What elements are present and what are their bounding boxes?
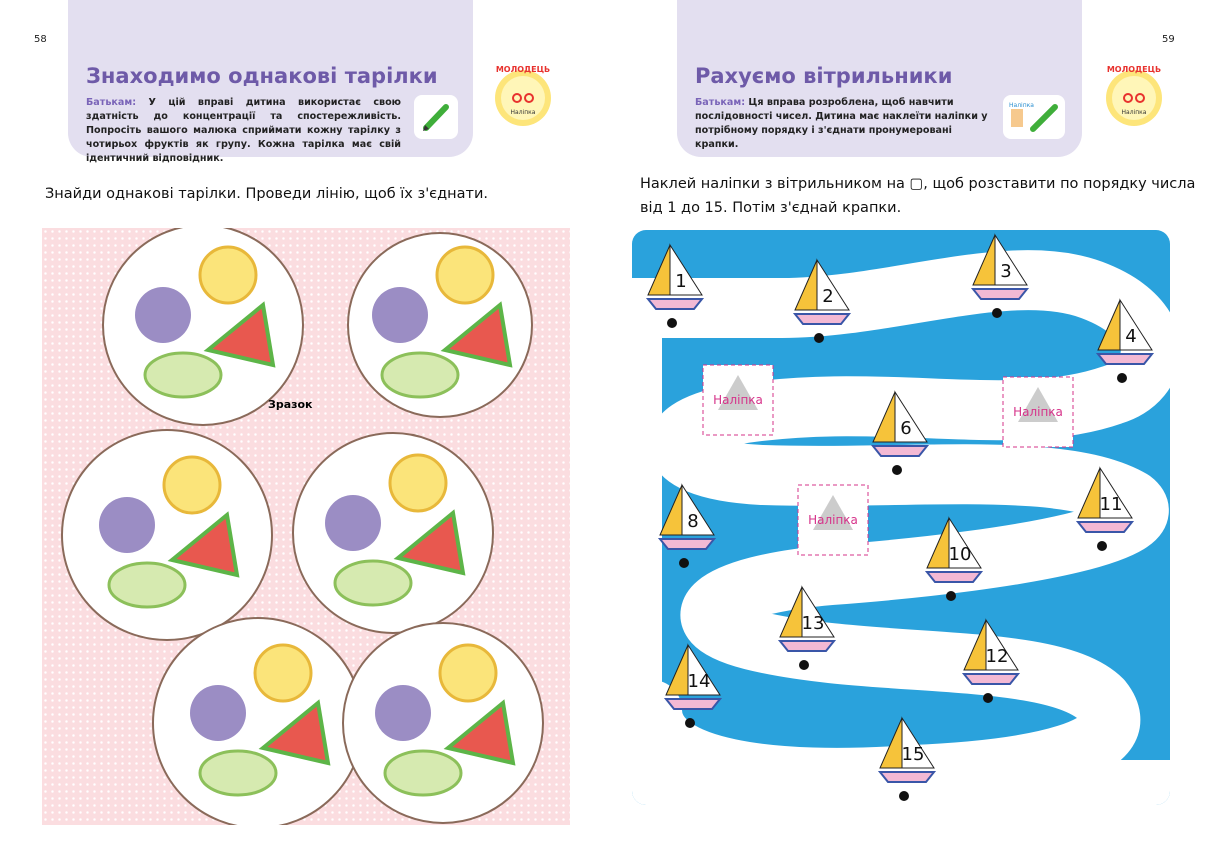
dot[interactable]	[946, 591, 956, 601]
watermelon	[258, 699, 331, 766]
svg-text:Наліпка: Наліпка	[1122, 109, 1147, 116]
instruction: Знайди однакові тарілки. Проведи лінію, …	[45, 186, 489, 202]
left-header: Знаходимо однакові тарілки Батькам: У ці…	[68, 0, 473, 164]
citrus	[162, 455, 222, 515]
page-title: Рахуємо вітрильники	[695, 64, 953, 88]
svg-text:Наліпка: Наліпка	[1013, 405, 1063, 419]
sailboat: 6	[870, 390, 930, 475]
instruction: Наклей наліпки з вітрильником на ▢, щоб …	[640, 176, 1196, 216]
sailboat: 13	[777, 585, 837, 670]
citrus	[198, 245, 258, 305]
dot[interactable]	[667, 318, 677, 328]
pencil-icon	[423, 104, 449, 131]
sticker-pencil-icon: Наліпка	[1009, 102, 1058, 132]
citrus	[438, 643, 498, 703]
sailboat: 3	[970, 233, 1030, 318]
page-number-left: 58	[34, 34, 47, 45]
boat-number: 11	[1100, 494, 1123, 515]
svg-text:Наліпка: Наліпка	[511, 109, 536, 116]
plate[interactable]	[152, 617, 364, 829]
dot[interactable]	[1117, 373, 1127, 383]
melon	[143, 351, 223, 399]
sailboat: 10	[924, 516, 984, 601]
sailboat: 12	[961, 618, 1021, 703]
parents-note: Батькам: У цій вправі дитина використає …	[86, 97, 402, 164]
svg-text:Наліпка: Наліпка	[1009, 102, 1034, 109]
plate[interactable]	[102, 224, 304, 426]
svg-text:МОЛОДЕЦЬ: МОЛОДЕЦЬ	[496, 65, 550, 74]
watermelon	[393, 509, 466, 576]
boat-number: 14	[688, 671, 711, 692]
plates-activity: Зразок	[42, 224, 570, 829]
dot[interactable]	[679, 558, 689, 568]
svg-text:Наліпка: Наліпка	[808, 513, 858, 527]
grapes	[99, 497, 155, 553]
watermelon	[203, 301, 276, 368]
boat-number: 2	[822, 286, 833, 307]
melon	[198, 749, 278, 797]
melon	[333, 559, 413, 607]
dot[interactable]	[983, 693, 993, 703]
plate[interactable]	[347, 232, 533, 418]
grapes	[190, 685, 246, 741]
boat-number: 1	[675, 271, 686, 292]
sailboat: 8	[657, 483, 717, 568]
boat-number: 6	[900, 418, 911, 439]
page-title: Знаходимо однакові тарілки	[86, 64, 438, 88]
sticker-placeholder[interactable]: Наліпка	[1002, 376, 1074, 448]
citrus	[435, 245, 495, 305]
grapes	[372, 287, 428, 343]
dot[interactable]	[814, 333, 824, 343]
melon	[383, 749, 463, 797]
dot[interactable]	[892, 465, 902, 475]
dot[interactable]	[899, 791, 909, 801]
watermelon	[443, 699, 516, 766]
sailboat: 4	[1095, 298, 1155, 383]
plate[interactable]	[342, 622, 544, 824]
sailboat: 15	[877, 716, 937, 801]
svg-text:МОЛОДЕЦЬ: МОЛОДЕЦЬ	[1107, 65, 1161, 74]
sailboat: 14	[663, 643, 723, 728]
parents-note: Батькам: Ця вправа розроблена, щоб навчи…	[695, 97, 988, 150]
boat-number: 8	[687, 511, 698, 532]
dot[interactable]	[799, 660, 809, 670]
citrus	[388, 453, 448, 513]
plate[interactable]	[61, 429, 273, 641]
grapes	[325, 495, 381, 551]
boat-number: 10	[949, 544, 972, 565]
pencil-tool-box	[414, 95, 458, 139]
well-done-badge: МОЛОДЕЦЬ Наліпка	[495, 65, 551, 126]
plate[interactable]	[292, 432, 494, 634]
melon	[380, 351, 460, 399]
page-number-right: 59	[1162, 34, 1175, 45]
dot[interactable]	[992, 308, 1002, 318]
grapes	[375, 685, 431, 741]
watermelon	[167, 511, 240, 578]
dot[interactable]	[685, 718, 695, 728]
watermelon	[440, 301, 513, 368]
grapes	[135, 287, 191, 343]
sailboat: 2	[792, 258, 852, 343]
boat-number: 13	[802, 613, 825, 634]
boat-number: 15	[902, 744, 925, 765]
right-header: Рахуємо вітрильники Батькам: Ця вправа р…	[677, 0, 1082, 157]
boat-number: 4	[1125, 326, 1136, 347]
dot[interactable]	[1097, 541, 1107, 551]
svg-text:Наліпка: Наліпка	[713, 393, 763, 407]
plates-drawing	[61, 224, 544, 829]
boat-number: 3	[1000, 261, 1011, 282]
boat-number: 12	[986, 646, 1009, 667]
sticker-placeholder[interactable]: Наліпка	[797, 484, 869, 556]
well-done-badge: МОЛОДЕЦЬ Наліпка	[1106, 65, 1162, 126]
melon	[107, 561, 187, 609]
sticker-placeholder[interactable]: Наліпка	[702, 364, 774, 436]
sample-label: Зразок	[268, 398, 313, 411]
sailboat: 11	[1075, 466, 1135, 551]
sticker-pencil-tool-box: Наліпка	[1003, 95, 1065, 139]
sailboat: 1	[645, 243, 705, 328]
citrus	[253, 643, 313, 703]
